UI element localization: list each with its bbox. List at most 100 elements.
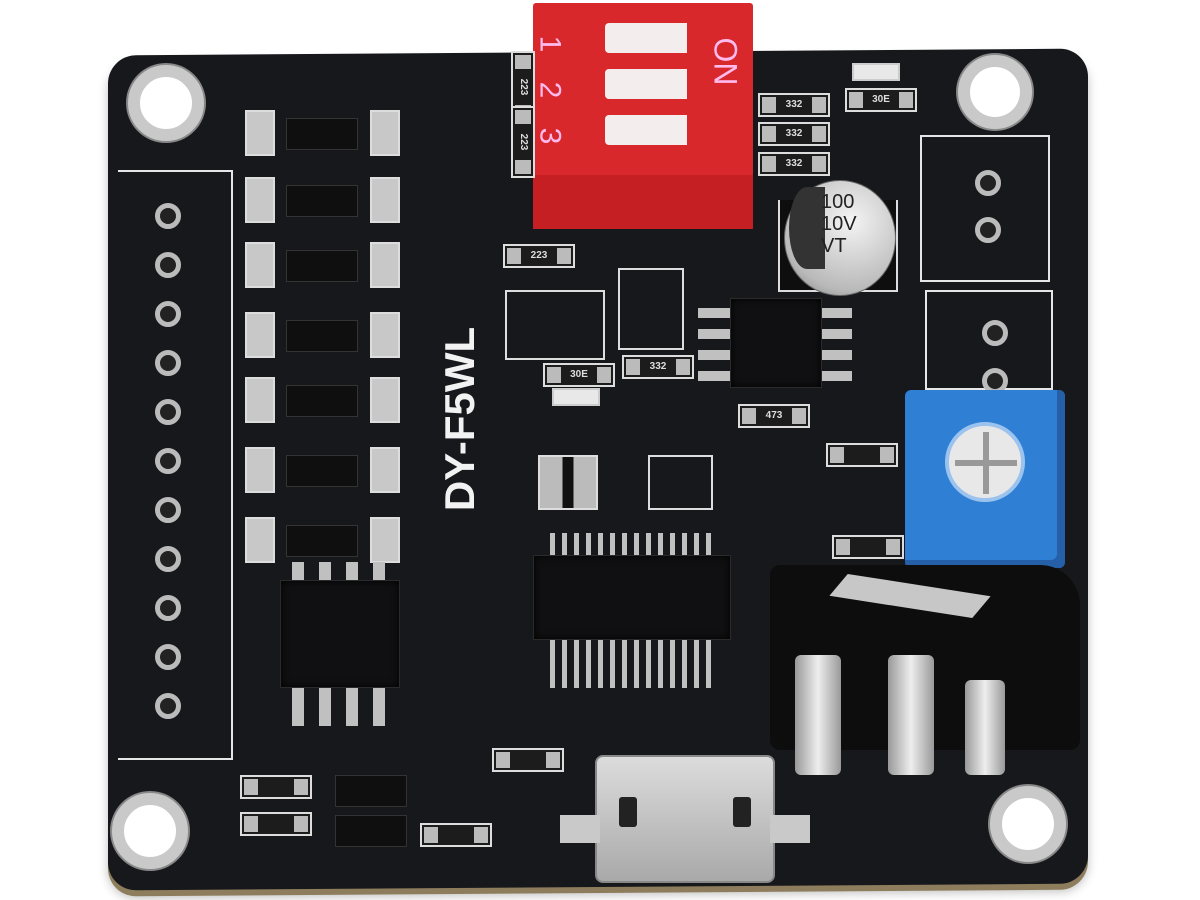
mounting-hole — [128, 65, 204, 141]
usb-tab — [560, 815, 600, 843]
capacitor-smd — [832, 535, 904, 559]
transistor — [286, 385, 358, 417]
capacitor-smd — [240, 812, 312, 836]
trim-potentiometer[interactable] — [905, 390, 1065, 568]
header-pin — [155, 301, 181, 327]
chip-leg — [646, 640, 651, 688]
chip-leg — [346, 562, 358, 580]
capacitor-label: 100 — [821, 191, 855, 213]
capacitor-smd — [826, 443, 898, 467]
capacitor-smd — [240, 775, 312, 799]
chip-leg — [550, 640, 555, 688]
resistor: 30E — [845, 88, 917, 112]
resistor: 332 — [758, 152, 830, 176]
chip-leg — [622, 640, 627, 688]
transistor — [286, 525, 358, 557]
transistor — [286, 118, 358, 150]
pad-pair — [245, 110, 275, 156]
resistor: 223 — [511, 106, 535, 178]
chip-leg — [598, 533, 603, 555]
pad-pair — [370, 177, 400, 223]
micro-usb-port[interactable] — [595, 755, 775, 883]
chip-leg — [670, 640, 675, 688]
pad-pair — [245, 177, 275, 223]
header-pin — [155, 546, 181, 572]
soic8-chip-left — [280, 580, 400, 688]
terminal-outline — [920, 135, 1050, 282]
chip-leg — [822, 308, 852, 318]
chip-leg — [574, 640, 579, 688]
chip-leg — [698, 329, 730, 339]
chip-leg — [822, 350, 852, 360]
on-label: ON — [707, 37, 744, 86]
capacitor-label: VT — [821, 235, 847, 257]
pad-pair — [245, 312, 275, 358]
header-pin — [155, 693, 181, 719]
usb-tab — [770, 815, 810, 843]
chip-leg — [562, 533, 567, 555]
pad-pair — [245, 242, 275, 288]
chip-leg — [646, 533, 651, 555]
transistor — [286, 185, 358, 217]
header-outline — [118, 170, 233, 760]
resistor: 332 — [622, 355, 694, 379]
chip-leg — [694, 533, 699, 555]
resistor: 332 — [758, 122, 830, 146]
switch-toggle-1[interactable] — [605, 23, 687, 53]
header-pin — [155, 644, 181, 670]
chip-leg — [610, 640, 615, 688]
pad-pair — [370, 447, 400, 493]
pad-pair — [370, 110, 400, 156]
chip-leg — [373, 562, 385, 580]
chip-leg — [658, 533, 663, 555]
tssop-chip — [533, 555, 731, 640]
pad-pair — [245, 517, 275, 563]
terminal-pin — [975, 217, 1001, 243]
chip-leg — [319, 562, 331, 580]
jack-terminal — [965, 680, 1005, 775]
pad-pair — [245, 377, 275, 423]
chip-leg — [822, 329, 852, 339]
chip-leg — [586, 640, 591, 688]
resistor: 30E — [543, 363, 615, 387]
capacitor-smd — [492, 748, 564, 772]
mounting-hole — [112, 793, 188, 869]
switch-toggle-2[interactable] — [605, 69, 687, 99]
led — [852, 63, 900, 81]
switch-toggle-3[interactable] — [605, 115, 687, 145]
header-pin — [155, 399, 181, 425]
chip-leg — [634, 533, 639, 555]
led — [552, 388, 600, 406]
chip-leg — [682, 533, 687, 555]
smd-cluster — [505, 290, 605, 360]
mounting-hole — [958, 55, 1032, 129]
transistor — [335, 815, 407, 847]
resistor: 223 — [503, 244, 575, 268]
potentiometer-knob[interactable] — [945, 422, 1025, 502]
chip-leg — [586, 533, 591, 555]
chip-leg — [670, 533, 675, 555]
chip-leg — [346, 688, 358, 726]
chip-leg — [706, 533, 711, 555]
resistor: 473 — [738, 404, 810, 428]
terminal-pin — [975, 170, 1001, 196]
capacitor-smd — [420, 823, 492, 847]
chip-leg — [373, 688, 385, 726]
terminal-pin — [982, 320, 1008, 346]
dip-switch[interactable]: 1 2 3 ON — [533, 3, 753, 229]
chip-leg — [634, 640, 639, 688]
switch-number: 2 — [533, 81, 567, 99]
transistor — [335, 775, 407, 807]
header-pin — [155, 448, 181, 474]
chip-leg — [682, 640, 687, 688]
transistor — [286, 320, 358, 352]
pad-pair — [370, 312, 400, 358]
jack-terminal — [795, 655, 841, 775]
electrolytic-capacitor: 100 10V VT — [784, 180, 896, 296]
switch-number: 1 — [533, 35, 567, 53]
capacitor-label: 10V — [821, 213, 857, 235]
pad-pair — [370, 242, 400, 288]
header-pin — [155, 595, 181, 621]
pad-pair — [370, 377, 400, 423]
switch-number: 3 — [533, 127, 567, 145]
